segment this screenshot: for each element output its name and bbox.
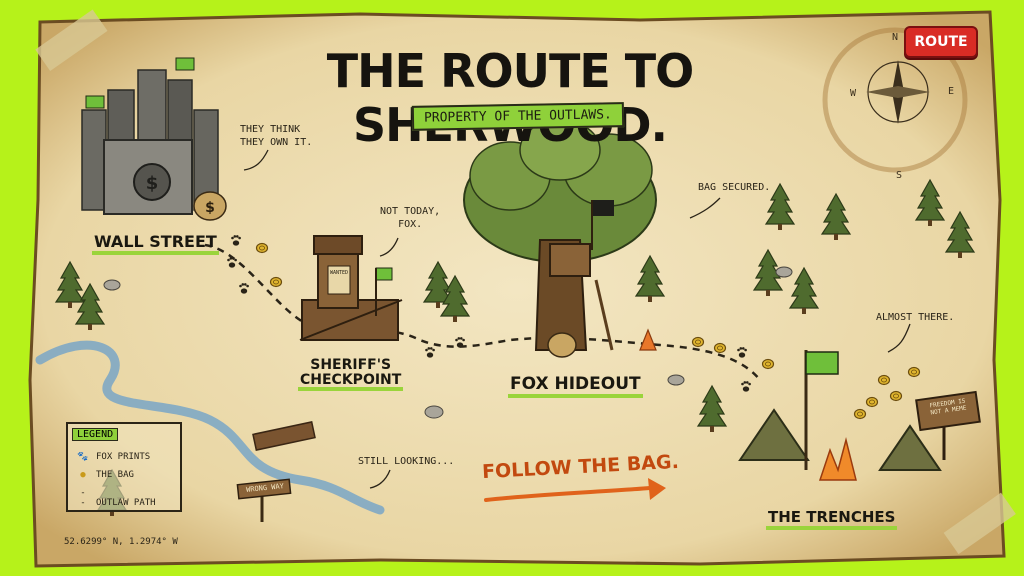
compass-east: E — [948, 86, 955, 97]
svg-text:$: $ — [205, 200, 215, 216]
svg-text:$: $ — [146, 173, 159, 194]
legend-item-the-bag: ● THE BAG — [76, 470, 134, 480]
legend-item-label: FOX PRINTS — [96, 452, 151, 462]
note-they-think-line1: THEY THINK — [240, 124, 301, 135]
compass-rose: N S E W — [840, 32, 958, 181]
note-still-looking: STILL LOOKING... — [358, 456, 455, 467]
legend-item-label: THE BAG — [96, 470, 134, 480]
dashed-line-icon: - - — [80, 488, 86, 508]
compass-south: S — [896, 170, 903, 181]
fox-hideout-tree — [463, 119, 657, 358]
compass-west: W — [850, 88, 857, 99]
map-coordinates: 52.6299° N, 1.2974° W — [64, 537, 178, 547]
wall-street-label: WALL STREET — [92, 233, 219, 255]
trenches-camp — [738, 350, 981, 481]
note-bag-secured: BAG SECURED. — [698, 182, 771, 193]
location-wall-street[interactable]: WALL STREET — [92, 233, 219, 255]
route-button[interactable]: ROUTE — [904, 26, 978, 58]
coin-icon: ● — [80, 470, 86, 480]
location-the-trenches[interactable]: THE TRENCHES — [766, 509, 898, 530]
wanted-poster: WANTED — [329, 270, 349, 276]
legend-item-outlaw-path: - - OUTLAW PATH — [76, 488, 156, 508]
checkpoint-label-line1: SHERIFF'S — [310, 357, 392, 373]
map-legend: LEGEND 🐾 FOX PRINTS ● THE BAG - - OUTLAW PA… — [66, 422, 182, 512]
note-not-today-line2: FOX. — [398, 218, 423, 230]
paw-icon: 🐾 — [77, 452, 89, 462]
legend-item-fox-prints: 🐾 FOX PRINTS — [76, 452, 150, 462]
note-they-think-line2: THEY OWN IT. — [240, 136, 313, 148]
note-they-think: THEY THINK THEY OWN IT. — [240, 124, 312, 149]
hideout-label: FOX HIDEOUT — [508, 375, 643, 398]
wall-street-city: $ $ — [81, 57, 227, 221]
note-not-today: NOT TODAY, FOX. — [380, 206, 440, 231]
note-almost-there: ALMOST THERE. — [876, 312, 955, 323]
compass-north: N — [892, 32, 899, 43]
sheriff-checkpoint-tower — [299, 235, 403, 341]
map-subtitle: PROPERTY OF THE OUTLAWS. — [411, 102, 625, 131]
legend-item-label: OUTLAW PATH — [96, 498, 156, 508]
location-sheriff-checkpoint[interactable]: SHERIFF'S CHECKPOINT — [298, 357, 404, 392]
checkpoint-label-line2: CHECKPOINT — [298, 372, 404, 392]
note-not-today-line1: NOT TODAY, — [380, 206, 441, 217]
trenches-label: THE TRENCHES — [766, 509, 898, 530]
location-fox-hideout[interactable]: FOX HIDEOUT — [508, 375, 643, 398]
legend-title: LEGEND — [72, 428, 119, 441]
